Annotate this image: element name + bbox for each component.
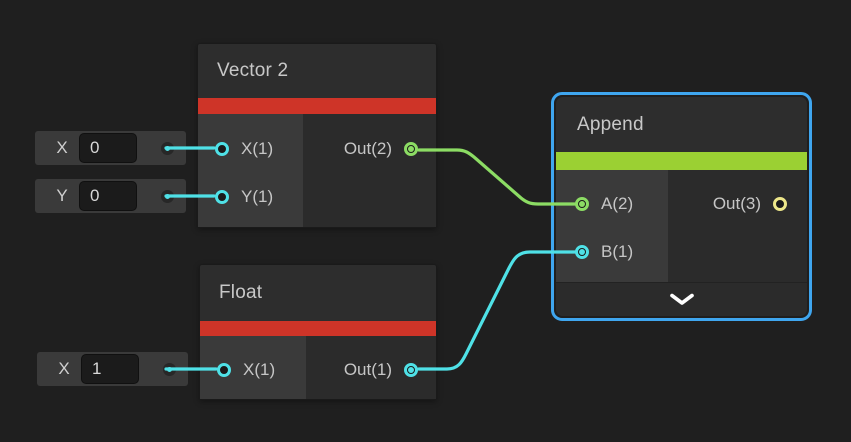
node-title-bar[interactable]: Float: [200, 265, 436, 321]
input-port-x[interactable]: [217, 363, 231, 377]
node-title-bar[interactable]: Append: [556, 97, 807, 152]
vector2-y-value-widget: Y 0: [35, 179, 186, 213]
y-value-input[interactable]: 0: [79, 181, 137, 211]
input-row: Y(1): [198, 173, 303, 221]
node-accent-bar: [198, 98, 436, 114]
node-title: Float: [219, 282, 263, 303]
output-port-out[interactable]: [773, 197, 787, 211]
port-label: X(1): [243, 360, 276, 379]
output-port-out[interactable]: [404, 142, 418, 156]
connected-dot-icon: [579, 201, 585, 207]
input-row: A(2): [556, 180, 668, 228]
vector2-x-value-widget: X 0: [35, 131, 186, 165]
output-port-out[interactable]: [404, 363, 418, 377]
port-label: X(1): [241, 139, 274, 158]
port-label: Y(1): [241, 187, 274, 206]
wire-float-out-to-append-b[interactable]: [417, 250, 577, 371]
input-port-x[interactable]: [215, 142, 229, 156]
node-title: Vector 2: [217, 60, 289, 81]
port-label: Out(1): [343, 360, 392, 379]
widget-label: Y: [56, 186, 68, 205]
input-port-y[interactable]: [215, 190, 229, 204]
connected-dot-icon: [579, 249, 585, 255]
node-accent-bar: [200, 321, 436, 336]
connected-dot-icon: [408, 146, 414, 152]
widget-label: X: [58, 359, 70, 378]
output-row: Out(2): [303, 125, 436, 173]
x-value-input[interactable]: 1: [81, 354, 139, 384]
output-row: Out(3): [668, 180, 807, 228]
wire-vector2-out-to-append-a[interactable]: [417, 148, 577, 206]
selection-outline: Append A(2) B(1): [551, 92, 812, 321]
node-accent-bar: [556, 152, 807, 170]
port-label: A(2): [601, 194, 634, 213]
output-row: Out(1): [306, 346, 436, 394]
widget-label: X: [56, 138, 68, 157]
input-row: X(1): [200, 346, 306, 394]
port-label: B(1): [601, 242, 634, 261]
node-expander[interactable]: [556, 282, 807, 316]
input-port-b[interactable]: [575, 245, 589, 259]
input-row: B(1): [556, 228, 668, 276]
connected-dot-icon: [408, 367, 414, 373]
node-vector2[interactable]: Vector 2 X(1) Y(1) Out(2): [197, 43, 437, 228]
port-label: Out(2): [343, 139, 392, 158]
chevron-down-icon: [669, 293, 694, 305]
node-title-bar[interactable]: Vector 2: [198, 44, 436, 98]
node-title: Append: [577, 113, 644, 135]
input-row: X(1): [198, 125, 303, 173]
input-port-a[interactable]: [575, 197, 589, 211]
node-float[interactable]: Float X(1) Out(1): [199, 264, 437, 400]
port-label: Out(3): [712, 194, 761, 213]
node-append[interactable]: Append A(2) B(1): [556, 97, 807, 316]
x-value-input[interactable]: 0: [79, 133, 137, 163]
